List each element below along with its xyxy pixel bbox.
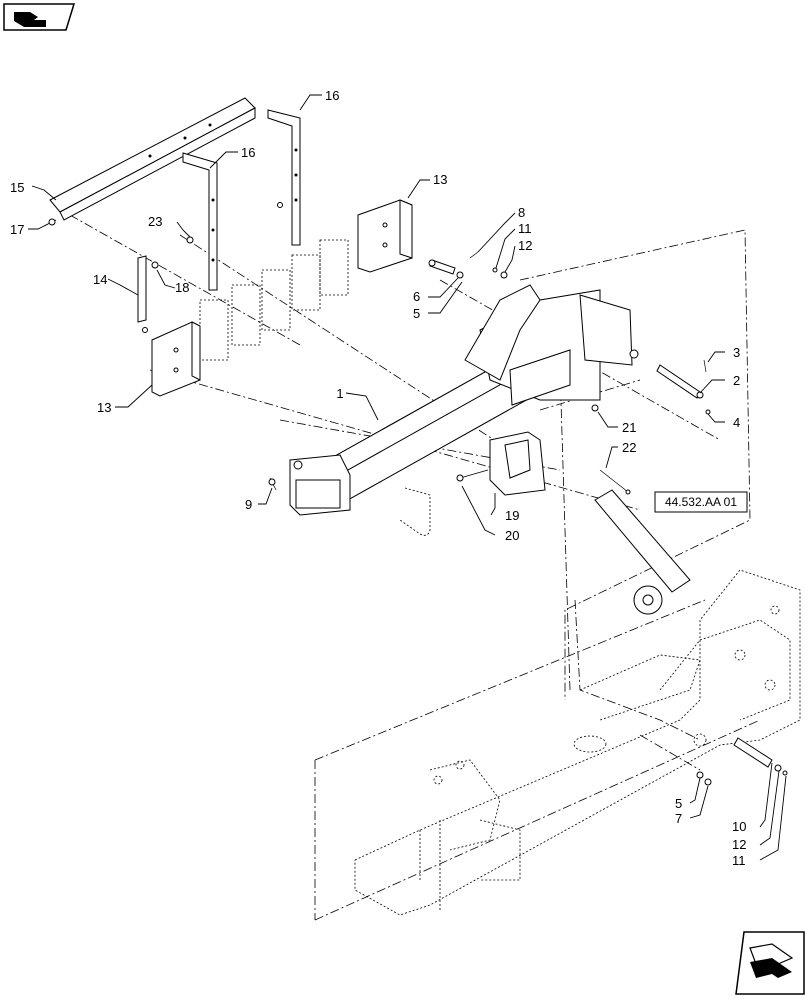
callout-12-upper: 12: [518, 238, 532, 253]
fastener-part-9: [268, 477, 277, 491]
clip-part-4: [705, 409, 711, 415]
bracket-part-19: [489, 431, 546, 496]
flat-bar-part-15: [49, 97, 256, 221]
previous-page-arrow-icon[interactable]: [3, 3, 76, 31]
bolt-part-20: [456, 469, 489, 482]
tow-arm: [594, 489, 691, 615]
pin-part-6: [428, 259, 456, 275]
callout-16-lower: 16: [241, 145, 255, 160]
main-frame-part-1: [289, 284, 639, 516]
callout-12-lower: 12: [732, 837, 746, 852]
drawbar-assembly: [354, 569, 801, 916]
nut-part-18: [151, 261, 159, 269]
callout-1: 1: [336, 386, 343, 401]
callout-18: 18: [175, 280, 189, 295]
mount-plate-part-13-lower: [151, 321, 201, 397]
callout-14: 14: [93, 272, 107, 287]
pin-part-2: [656, 364, 704, 399]
callout-2: 2: [733, 373, 740, 388]
l-bracket-part-16-upper: [267, 109, 301, 246]
callout-21: 21: [622, 420, 636, 435]
phantom-brackets: [199, 239, 349, 361]
callout-5-lower: 5: [675, 796, 682, 811]
pin-part-8: [469, 251, 479, 259]
callout-13-upper: 13: [433, 172, 447, 187]
callout-6: 6: [413, 289, 420, 304]
nut-part-21: [591, 404, 599, 412]
nut-part-16-washer: [277, 202, 283, 208]
callout-22: 22: [622, 440, 636, 455]
callout-4: 4: [733, 415, 740, 430]
callout-16-upper: 16: [325, 88, 339, 103]
callout-23: 23: [148, 214, 162, 229]
washer-part-12-upper: [500, 271, 508, 279]
callout-8: 8: [518, 205, 525, 220]
washer-part-12-lower: [774, 764, 782, 772]
callout-20: 20: [505, 528, 519, 543]
pin-part-22: [599, 469, 631, 495]
callout-3: 3: [733, 345, 740, 360]
leader-lines: [28, 94, 787, 861]
mount-plate-part-13-upper: [357, 199, 413, 273]
callout-15: 15: [10, 180, 24, 195]
strap-part-14: [137, 255, 147, 323]
callout-11-lower: 11: [732, 853, 746, 868]
cross-reference-text[interactable]: 44.532.AA 01: [665, 495, 737, 509]
callout-11-upper: 11: [518, 221, 532, 236]
next-page-arrow-icon[interactable]: [735, 931, 805, 995]
pin-part-3: [703, 359, 707, 373]
washer-part-5-upper: [456, 271, 464, 279]
center-lines: [69, 214, 761, 921]
nut-part-23: [186, 236, 194, 244]
u-bolt: [399, 487, 431, 536]
clip-part-11-upper: [492, 267, 498, 273]
nut-part-7: [704, 778, 712, 786]
l-bracket-part-16-lower: [182, 152, 218, 291]
callout-9: 9: [245, 497, 252, 512]
pin-part-10: [733, 737, 773, 768]
callout-labels: 1 2 3 4 5 5 6 7 8 9 10 11 11 12 12 13 13…: [10, 88, 746, 868]
cross-reference-box[interactable]: 44.532.AA 01: [654, 491, 748, 513]
callout-13-lower: 13: [97, 400, 111, 415]
callout-5-upper: 5: [413, 306, 420, 321]
clip-part-11-lower: [782, 770, 788, 776]
callout-19: 19: [505, 508, 519, 523]
washer-part-5-lower: [696, 771, 704, 779]
callout-7: 7: [675, 811, 682, 826]
callout-10: 10: [732, 819, 746, 834]
callout-17: 17: [10, 222, 24, 237]
nut-part-13-washer: [142, 327, 148, 333]
